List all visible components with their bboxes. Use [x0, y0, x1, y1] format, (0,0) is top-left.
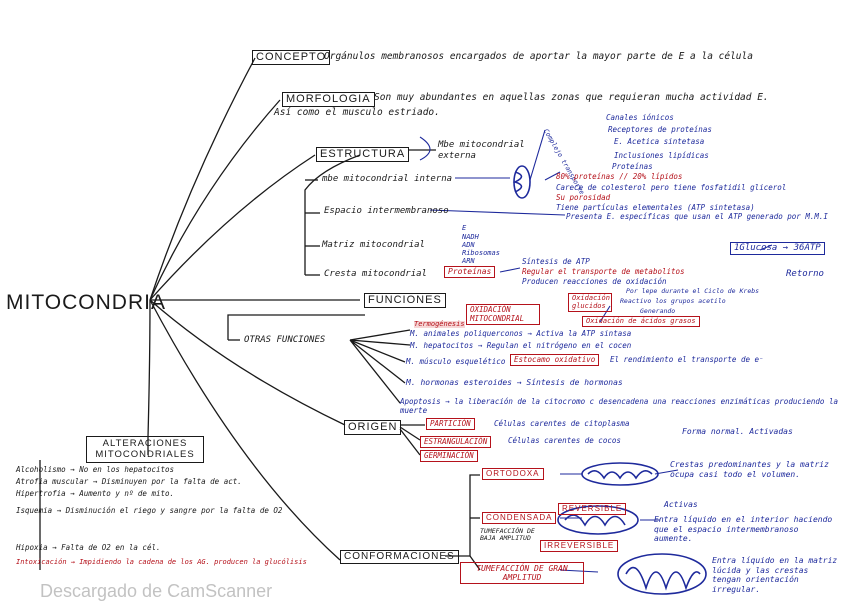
- matriz-item-3: ADN: [462, 242, 475, 249]
- otras-item-2: M. hepatocitos → Regulan el nitrógeno en…: [410, 342, 631, 350]
- interna-item-4: Tiene partículas elementales (ATP sintet…: [556, 204, 755, 212]
- origen-note-1: Células carentes de citoplasma: [494, 420, 629, 428]
- alteracion-2: Atrofia muscular → Disminuyen por la fal…: [16, 478, 242, 486]
- alteracion-6: Intoxicación → Impidiendo la cadena de l…: [16, 558, 326, 566]
- oxidacion-note-3: Generando: [640, 308, 675, 315]
- origen-item-3: GERMINACIÓN: [420, 450, 478, 462]
- estructura-label: ESTRUCTURA: [316, 147, 409, 162]
- alteracion-4: Isquemia → Disminución el riego y sangre…: [16, 506, 306, 515]
- origen-label: ORIGEN: [344, 420, 401, 435]
- oxidacion-note-2: Reactivo los grupos acetilo: [620, 298, 726, 305]
- externa-item-5: Proteínas: [612, 163, 653, 171]
- atp-yield-box: 1Glucosa → 36ATP: [730, 242, 825, 255]
- alteracion-5: Hipoxia → Falta de O2 en la cél.: [16, 544, 161, 552]
- interna-item-3: Su porosidad: [556, 194, 610, 202]
- oxidacion-note-1: Por lepe durante el Ciclo de Krebs: [626, 288, 759, 295]
- otras-item-3: M. músculo esquelético: [406, 358, 505, 366]
- condensada-note-1: Activas: [664, 501, 698, 509]
- morfologia-line1: Son muy abundantes en aquellas zonas que…: [374, 93, 769, 103]
- matriz-item-1: E: [462, 225, 466, 232]
- otras-item-4: M. hormonas esteroides → Síntesis de hor…: [406, 379, 623, 387]
- origen-item-1: PARTICIÓN: [426, 418, 475, 430]
- otras-item-1: M. animales poliquerconos → Activa la AT…: [410, 330, 631, 338]
- alteraciones-label: ALTERACIONES MITOCONDRIALES: [86, 436, 204, 463]
- oxidacion-item-1: Oxidación glucidos: [568, 293, 612, 312]
- reversible-box: REVERSIBLE: [558, 503, 626, 515]
- morfologia-line2: Así como el musculo estriado.: [274, 108, 440, 118]
- matriz-item-2: NADH: [462, 234, 479, 241]
- crestas-item-3: Producen reacciones de oxidación: [522, 278, 667, 286]
- mbe-externa: Mbe mitocondrial externa: [438, 140, 538, 162]
- morfologia-label: MORFOLOGIA: [282, 92, 375, 107]
- otras-funciones: OTRAS FUNCIONES: [244, 336, 325, 345]
- externa-item-1: Canales iónicos: [606, 114, 674, 122]
- oxidacion-item-2: Oxidación de ácidos grasos: [582, 316, 700, 327]
- espacio-intermembranoso: Espacio intermembranoso: [324, 207, 449, 216]
- concepto-label: CONCEPTO: [252, 50, 330, 65]
- otras-item-5: Apoptosis → la liberación de la citocrom…: [400, 398, 840, 415]
- condensada-note-2: Entra líquido en el interior haciendo qu…: [654, 515, 834, 544]
- matriz-item-4: Ribosomas: [462, 250, 500, 257]
- matriz-item-5: ARN: [462, 258, 475, 265]
- matriz-mitocondrial: Matriz mitocondrial: [322, 241, 425, 250]
- alteracion-1: Alcoholismo → No en los hepatocitos: [16, 466, 174, 474]
- alteracion-3: Hipertrofia → Aumento y nº de mito.: [16, 490, 174, 498]
- ortodoxa-box: ORTODOXA: [482, 468, 544, 480]
- mbe-interna: mbe mitocondrial interna: [322, 175, 452, 184]
- estocamo-box: Estocamo oxidativo: [510, 354, 599, 366]
- cresta-mitocondrial: Cresta mitocondrial: [324, 270, 427, 279]
- espacio-note: Presenta E. específicas que usan el ATP …: [566, 213, 828, 221]
- tumefaccion-box: TUMEFACCIÓN DE GRAN AMPLITUD: [460, 562, 584, 584]
- irreversible-box: IRREVERSIBLE: [540, 540, 618, 552]
- externa-item-4: Inclusiones lipídicas: [614, 152, 709, 160]
- interna-item-2: Carece de colesterol pero tiene fosfatid…: [556, 184, 786, 192]
- oxidacion-box: OXIDACIÓN MITOCONDRIAL: [466, 304, 540, 325]
- ortodoxa-note-2: Crestas predominantes y la matriz ocupa …: [670, 460, 840, 479]
- origen-note-2: Células carentes de cocos: [508, 437, 621, 445]
- condensada-box: CONDENSADA: [482, 512, 556, 524]
- conformaciones-label: CONFORMACIONES: [340, 550, 459, 564]
- tumefaccion-note: Entra líquido en la matriz lúcida y las …: [712, 556, 842, 594]
- ortodoxa-note-1: Forma normal. Activadas: [682, 428, 793, 436]
- concepto-text: Orgánulos membranosos encargados de apor…: [324, 52, 753, 62]
- externa-item-3: E. Acetica sintetasa: [614, 138, 704, 146]
- crestas-proteinas-box: Proteínas: [444, 266, 495, 278]
- estocamo-note: El rendimiento el transporte de e⁻: [610, 356, 764, 364]
- crestas-item-1: Síntesis de ATP: [522, 258, 590, 266]
- origen-item-2: ESTRANGULACIÓN: [420, 436, 491, 448]
- interna-item-1: 80% proteínas // 20% lípidos: [556, 173, 682, 181]
- funciones-label: FUNCIONES: [364, 293, 446, 308]
- camscanner-watermark: Descargado de CamScanner: [40, 582, 272, 600]
- externa-item-2: Receptores de proteínas: [608, 126, 712, 134]
- center-title: MITOCONDRIA: [6, 292, 166, 313]
- termogenesis-label: Termogénesis: [414, 321, 465, 328]
- retorno-note: Retorno: [786, 270, 824, 279]
- crestas-item-2: Regular el transporte de metabolitos: [522, 268, 685, 276]
